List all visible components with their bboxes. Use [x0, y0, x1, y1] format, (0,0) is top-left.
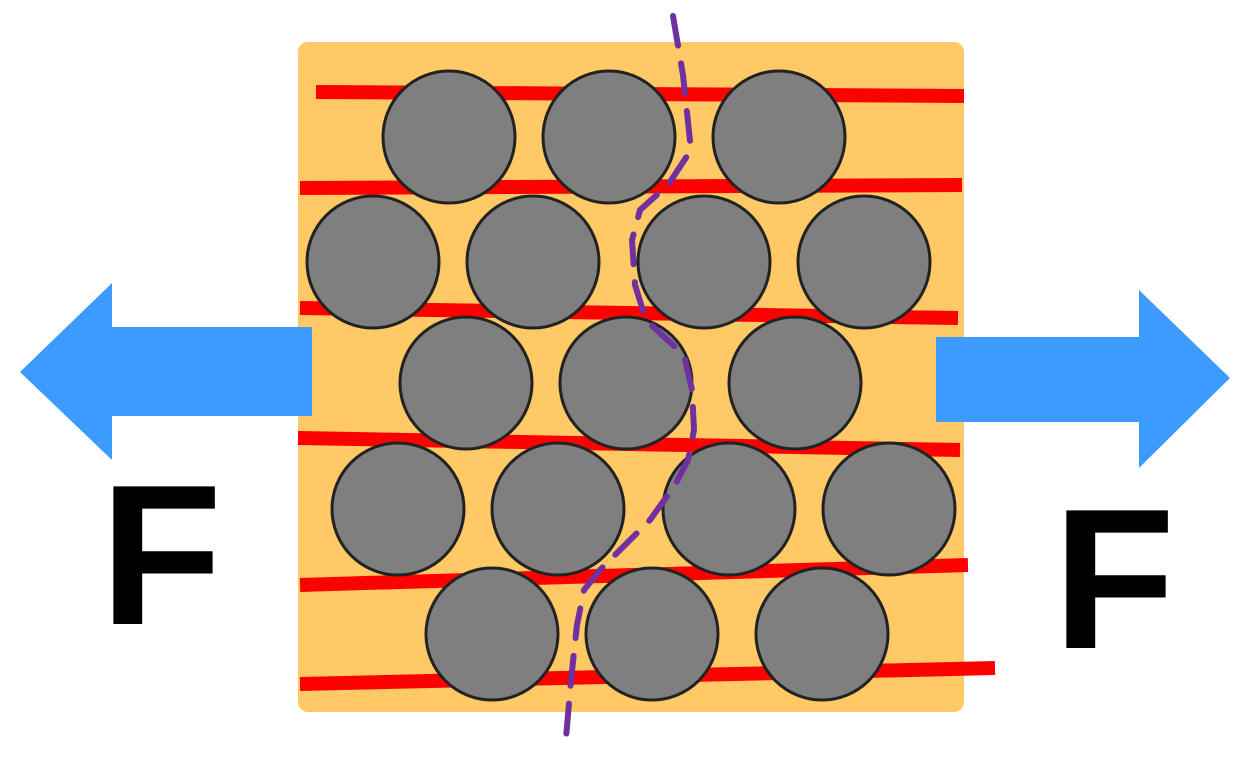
particle [754, 566, 890, 702]
particle [558, 315, 694, 451]
left-force-arrow [20, 283, 312, 460]
crack-path [563, 13, 697, 741]
right-force-label: F [1053, 468, 1175, 691]
particle [636, 194, 772, 330]
left-force-label: F [100, 444, 222, 667]
particle [305, 194, 441, 330]
particle [465, 194, 601, 330]
particle [424, 566, 560, 702]
particle-grid [305, 69, 957, 702]
particle [381, 69, 517, 205]
particle [821, 441, 957, 577]
particle [711, 69, 847, 205]
particle [490, 441, 626, 577]
particle [541, 69, 677, 205]
particle [727, 315, 863, 451]
particle [584, 566, 720, 702]
particle [398, 315, 534, 451]
particle [661, 441, 797, 577]
particle [330, 441, 466, 577]
right-force-arrow [936, 290, 1230, 468]
particle [796, 194, 932, 330]
